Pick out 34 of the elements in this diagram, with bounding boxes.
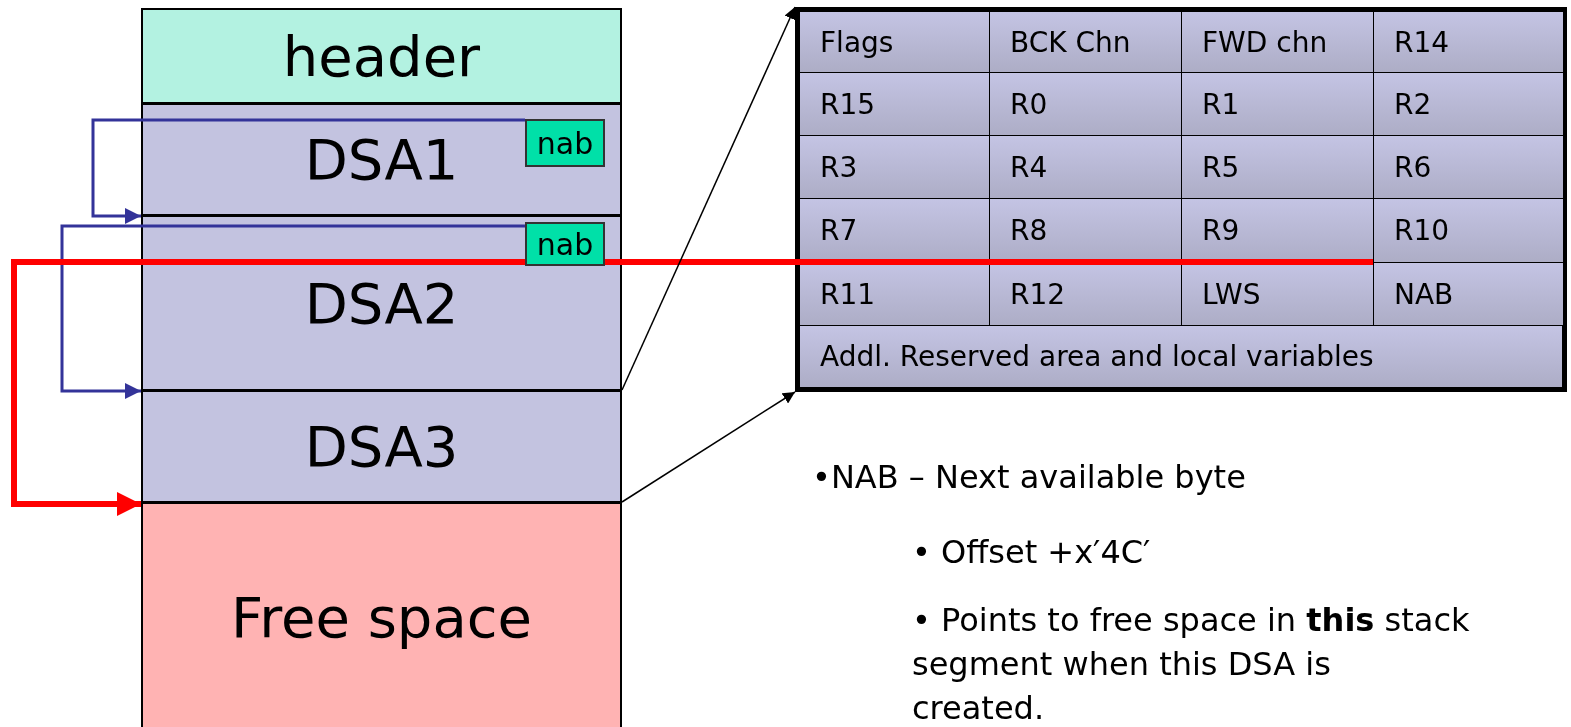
arrow (60, 224, 525, 399)
note-text: •NAB – Next available byte (812, 457, 1247, 498)
table-cell: R2 (1373, 72, 1564, 136)
table-cell: R12 (989, 262, 1182, 326)
header-block: header (141, 8, 622, 104)
memory-block: DSA1 nab (141, 103, 622, 216)
arrow (621, 6, 796, 391)
table-cell: Addl. Reserved area and local variables (799, 325, 1563, 388)
table-cell: R1 (1181, 72, 1374, 136)
table-cell: R6 (1373, 135, 1564, 199)
table-cell: R3 (799, 135, 990, 199)
arrow (621, 391, 796, 503)
note-text: • Offset +x′4C′ (912, 532, 1152, 573)
table-cell: NAB (1373, 262, 1564, 326)
table-cell: R15 (799, 72, 990, 136)
table-cell: R0 (989, 72, 1182, 136)
memory-block: DSA2 nab (141, 215, 622, 391)
memory-block: DSA3 (141, 390, 622, 503)
table-cell: R5 (1181, 135, 1374, 199)
register-table (795, 7, 1567, 392)
table-cell: R4 (989, 135, 1182, 199)
arrow (91, 118, 525, 224)
nab-tag: nab (525, 119, 605, 167)
table-cell: R10 (1373, 198, 1564, 263)
table-cell: FWD chn (1181, 11, 1374, 73)
table-cell: R11 (799, 262, 990, 326)
table-cell: LWS (1181, 262, 1374, 326)
note-text: • Points to free space in this stack segment when this DSA is created. (912, 600, 1471, 727)
table-cell: Flags (799, 11, 990, 73)
memory-block: Free space (141, 502, 622, 727)
nab-tag: nab (525, 222, 605, 266)
table-cell: R14 (1373, 11, 1564, 73)
arrow (11, 259, 1373, 516)
table-cell: BCK Chn (989, 11, 1182, 73)
